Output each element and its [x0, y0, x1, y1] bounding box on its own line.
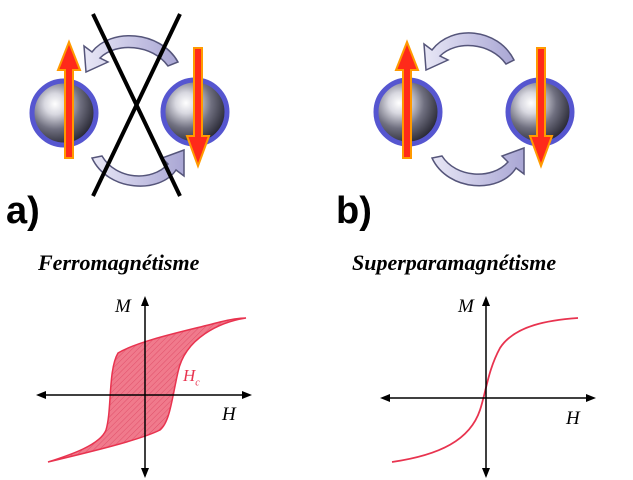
panel-b-label: b)	[336, 190, 372, 232]
coercive-field-subscript: c	[195, 377, 200, 389]
superpara-title: Superparamagnétisme	[352, 250, 557, 275]
coercive-field-label: Hc	[183, 366, 200, 388]
superpara-x-axis-arrowhead	[380, 394, 390, 402]
ferro-x-axis-label: H	[222, 404, 236, 425]
superpara-y-axis-arrowhead	[482, 296, 490, 306]
ferro-x-axis-arrowhead	[242, 391, 252, 399]
rotation-arrow-icon	[83, 35, 180, 74]
spin-down-arrow-icon	[528, 47, 554, 169]
panel-a-label: a)	[6, 190, 40, 232]
ferro-y-axis-arrowhead	[141, 296, 149, 306]
coercive-field-symbol: H	[183, 366, 196, 385]
cross-icon	[91, 13, 182, 197]
superpara-curve	[391, 317, 579, 463]
superpara-x-axis-label: H	[566, 408, 580, 429]
superpara-y-axis-arrowhead	[482, 468, 490, 478]
spin-up-arrow-icon	[394, 39, 420, 159]
ferro-title: Ferromagnétisme	[38, 250, 200, 275]
rotation-arrow-icon	[430, 146, 525, 187]
ferro-plot	[36, 296, 252, 478]
spin-down-arrow-icon	[185, 47, 211, 169]
superpara-x-axis-arrowhead	[586, 394, 596, 402]
spin-up-arrow-icon	[56, 39, 82, 159]
panel-b	[373, 32, 575, 187]
panel-a	[29, 13, 230, 197]
rotation-arrow-icon	[90, 148, 185, 187]
rotation-arrow-icon	[423, 32, 516, 72]
superpara-plot	[380, 296, 596, 478]
hysteresis-loop-area	[47, 317, 247, 463]
superpara-y-axis-label: M	[458, 296, 474, 317]
ferro-y-axis-label: M	[115, 296, 131, 317]
ferro-x-axis-arrowhead	[36, 391, 46, 399]
ferro-y-axis-arrowhead	[141, 468, 149, 478]
